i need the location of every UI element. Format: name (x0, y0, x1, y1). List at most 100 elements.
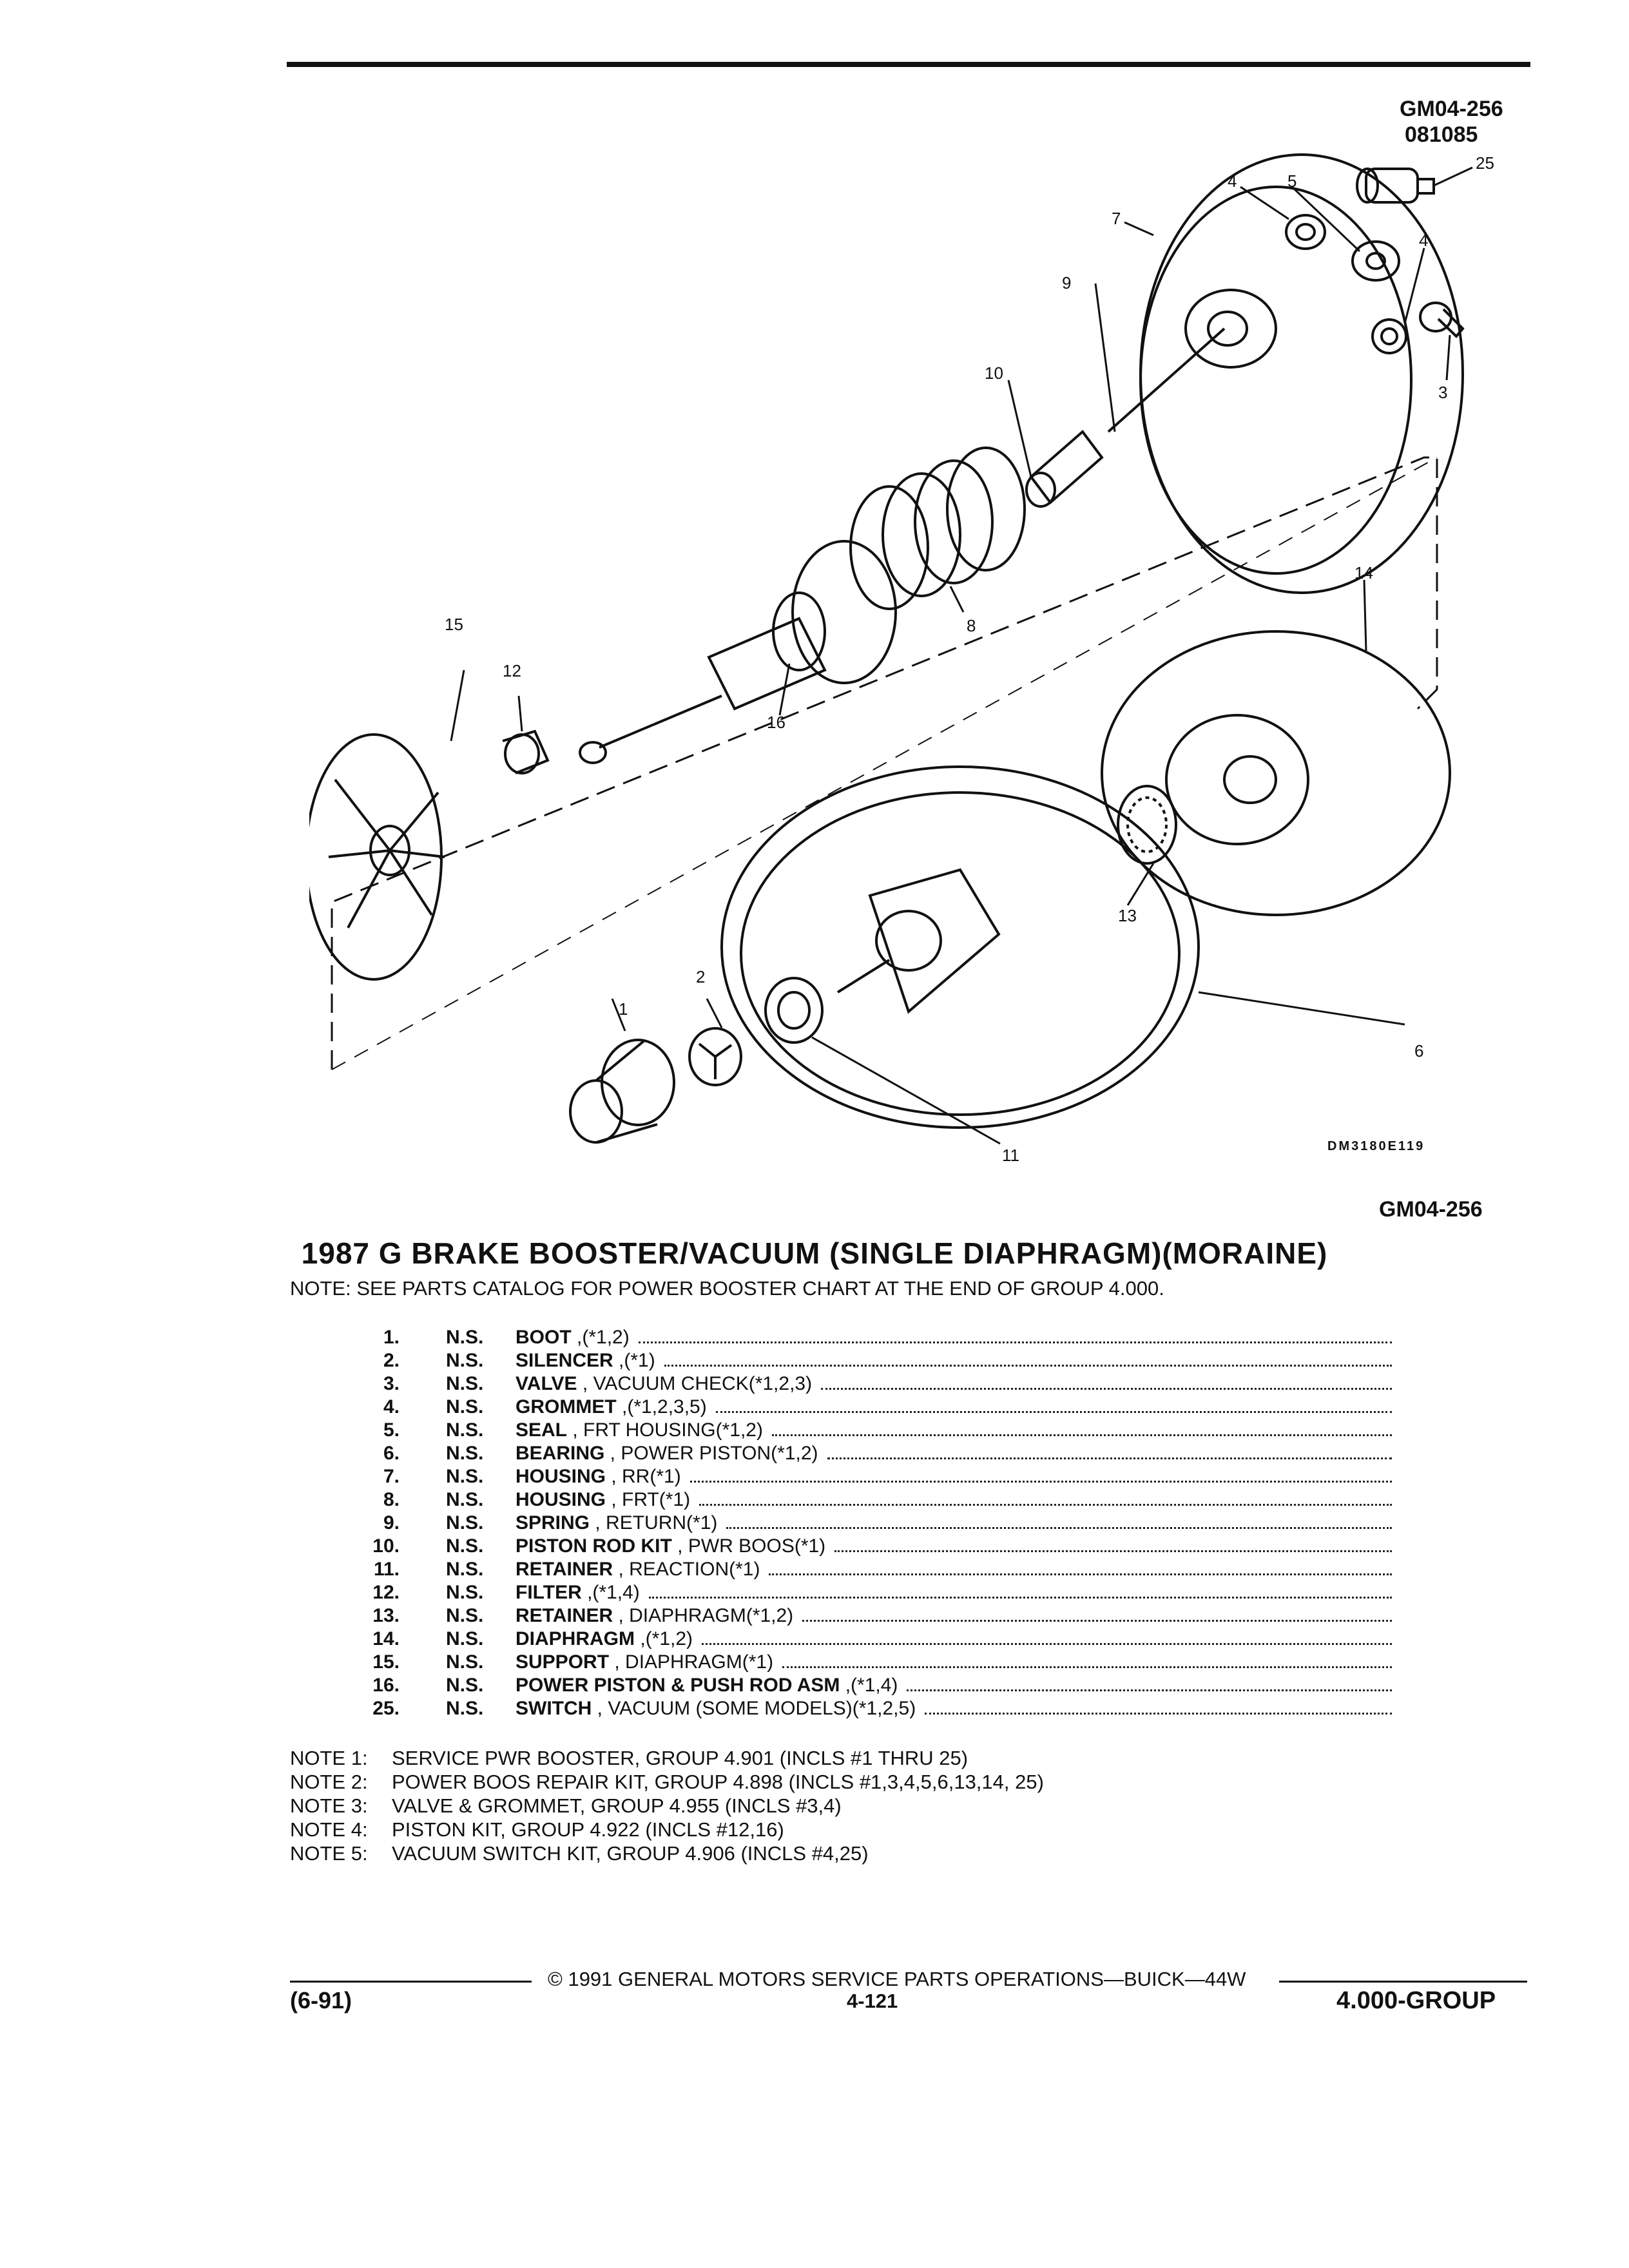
part-description: SUPPORT , DIAPHRAGM(*1) (516, 1651, 773, 1674)
part-9-spring (849, 447, 1026, 610)
part-description: SWITCH , VACUUM (SOME MODELS)(*1,2,5) (516, 1697, 916, 1720)
part-detail: ,(*1,2,3,5) (616, 1396, 707, 1418)
part-12-filter (502, 729, 550, 774)
dot-leader (821, 1387, 1392, 1390)
note-label: NOTE 2: (290, 1771, 368, 1793)
dot-leader (834, 1550, 1392, 1552)
dot-leader (689, 1480, 1392, 1483)
page-number: 4-121 (847, 1990, 898, 2012)
dot-leader (702, 1642, 1392, 1645)
part-number: 7. (383, 1466, 400, 1487)
part-number: 1. (383, 1327, 400, 1348)
part-description: BEARING , POWER PISTON(*1,2) (516, 1442, 818, 1465)
part-25-switch (1356, 168, 1435, 204)
part-ns: N.S. (446, 1535, 484, 1557)
part-description: VALVE , VACUUM CHECK(*1,2,3) (516, 1372, 812, 1396)
part-ns: N.S. (446, 1419, 484, 1441)
part-detail: ,(*1,4) (840, 1675, 898, 1696)
part-description: RETAINER , DIAPHRAGM(*1,2) (516, 1604, 793, 1628)
part-15-support (309, 733, 445, 981)
part-number: 13. (372, 1605, 400, 1626)
part-number: 6. (383, 1443, 400, 1464)
part-number: 8. (383, 1489, 400, 1510)
part-detail: , DIAPHRAGM(*1) (609, 1651, 774, 1673)
figure-caption-code: GM04-256 (1379, 1197, 1483, 1222)
part-ns: N.S. (446, 1327, 484, 1348)
callout-14: 14 (1354, 563, 1373, 582)
dot-leader (925, 1712, 1392, 1715)
part-name: SWITCH (516, 1698, 592, 1719)
part-detail: , REACTION(*1) (613, 1559, 760, 1580)
part-name: SILENCER (516, 1350, 613, 1371)
note-row: NOTE 3:VALVE & GROMMET, GROUP 4.955 (INC… (290, 1794, 1044, 1818)
callout-16: 16 (767, 713, 786, 732)
part-detail: , DIAPHRAGM(*1,2) (613, 1605, 794, 1626)
part-5-seal (1351, 240, 1400, 282)
dot-leader (699, 1503, 1392, 1506)
part-10-piston-rod (1107, 327, 1226, 433)
leader-lines (450, 166, 1473, 1145)
part-number: 10. (372, 1535, 400, 1557)
part-ns: N.S. (446, 1651, 484, 1673)
dot-leader (771, 1434, 1392, 1436)
part-name: DIAPHRAGM (516, 1628, 635, 1649)
footer-rule-left (290, 1981, 532, 1983)
part-14-diaphragm (1101, 630, 1451, 916)
part-description: DIAPHRAGM ,(*1,2) (516, 1628, 693, 1651)
part-ns: N.S. (446, 1350, 484, 1371)
part-1-boot (569, 1039, 675, 1144)
part-name: GROMMET (516, 1396, 617, 1418)
catalog-note: NOTE: SEE PARTS CATALOG FOR POWER BOOSTE… (290, 1277, 1164, 1300)
part-detail: ,(*1,2) (635, 1628, 693, 1649)
part-detail: , POWER PISTON(*1,2) (604, 1443, 818, 1464)
callout-9: 8 (967, 616, 976, 635)
part-detail: ,(*1) (613, 1350, 655, 1371)
part-ns: N.S. (446, 1466, 484, 1487)
part-description: HOUSING , FRT(*1) (516, 1488, 690, 1512)
top-rule (287, 62, 1530, 67)
part-ns: N.S. (446, 1698, 484, 1719)
parts-row: 7.N.S.HOUSING , RR(*1) (335, 1465, 1392, 1488)
part-number: 9. (383, 1512, 400, 1533)
part-number: 11. (373, 1559, 400, 1580)
part-number: 12. (372, 1582, 400, 1603)
part-detail: ,(*1,4) (581, 1582, 640, 1603)
footer-rule-right (1279, 1981, 1527, 1983)
callout-5: 5 (1287, 171, 1296, 191)
part-name: SUPPORT (516, 1651, 610, 1673)
note-row: NOTE 2:POWER BOOS REPAIR KIT, GROUP 4.89… (290, 1770, 1044, 1794)
note-text: PISTON KIT, GROUP 4.922 (INCLS #12,16) (392, 1818, 784, 1841)
part-number: 3. (383, 1373, 400, 1394)
parts-row: 4.N.S.GROMMET ,(*1,2,3,5) (335, 1396, 1392, 1419)
part-name: BOOT (516, 1327, 572, 1348)
dot-leader (782, 1666, 1392, 1668)
assembly-axis-line (331, 457, 1438, 1070)
part-number: 4. (383, 1396, 400, 1418)
assembly-guide-line (331, 456, 1438, 1070)
part-description: BOOT ,(*1,2) (516, 1326, 630, 1349)
part-detail: , RR(*1) (606, 1466, 681, 1487)
part-name: FILTER (516, 1582, 582, 1603)
callout-11: 10 (985, 363, 1003, 383)
part-name: BEARING (516, 1443, 605, 1464)
callout-25: 25 (1476, 153, 1494, 173)
parts-row: 12. N.S. FILTER ,(*1,4) (335, 1581, 1392, 1604)
callout-2: 2 (696, 967, 705, 986)
note-row: NOTE 5:VACUUM SWITCH KIT, GROUP 4.906 (I… (290, 1841, 1044, 1865)
part-detail: , PWR BOOS(*1) (671, 1535, 826, 1557)
parts-row: 11.N.S.RETAINER , REACTION(*1) (335, 1558, 1392, 1581)
part-name: POWER PISTON & PUSH ROD ASM (516, 1675, 840, 1696)
part-description: SPRING , RETURN(*1) (516, 1512, 717, 1535)
part-ns: N.S. (446, 1512, 484, 1533)
note-label: NOTE 4: (290, 1818, 368, 1841)
part-ns: N.S. (446, 1605, 484, 1626)
parts-row: 15.N.S.SUPPORT , DIAPHRAGM(*1) (335, 1651, 1392, 1674)
dot-leader (715, 1410, 1392, 1413)
part-ns: N.S. (446, 1582, 484, 1603)
copyright: © 1991 GENERAL MOTORS SERVICE PARTS OPER… (548, 1968, 1246, 1990)
part-6-bearing (764, 977, 824, 1044)
callout-1: 1 (619, 999, 628, 1019)
callout-4b: 4 (1419, 231, 1428, 250)
part-11-retainer (1025, 430, 1104, 508)
part-name: SEAL (516, 1419, 568, 1441)
